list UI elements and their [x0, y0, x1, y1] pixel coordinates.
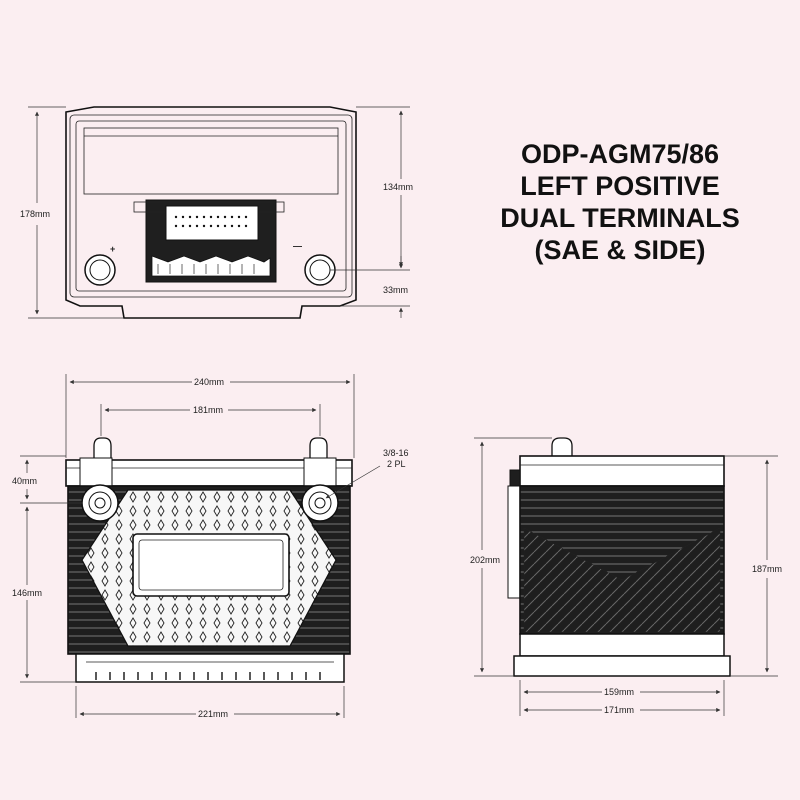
- front-label-window: [132, 533, 290, 597]
- dim-front-upper: 40mm: [12, 476, 37, 486]
- front-post-left: [93, 437, 112, 461]
- front-view: 240mm 181mm 221mm 40mm 146mm 3/8-16 2 PL: [12, 374, 409, 719]
- top-view: + — 178mm 134mm 33mm: [20, 106, 413, 319]
- dim-width-total: 240mm: [194, 377, 224, 387]
- dim-height-total: 178mm: [20, 209, 50, 219]
- dim-terminal-spacing: 181mm: [193, 405, 223, 415]
- model-title: ODP-AGM75/86 LEFT POSITIVE DUAL TERMINAL…: [470, 138, 770, 266]
- side-terminal-note-2: 2 PL: [387, 459, 406, 469]
- title-line-2: LEFT POSITIVE: [520, 171, 720, 201]
- side-terminal-note-1: 3/8-16: [383, 448, 409, 458]
- plus-sign: +: [110, 244, 115, 254]
- dim-height-upper: 134mm: [383, 182, 413, 192]
- dim-height-lower: 33mm: [383, 285, 408, 295]
- front-post-right: [309, 437, 328, 461]
- minus-sign: —: [293, 241, 302, 251]
- dim-side-height-body: 187mm: [752, 564, 782, 574]
- label-dots: [174, 215, 248, 228]
- side-view: 202mm 187mm 159mm 171mm: [470, 437, 782, 716]
- title-line-3: DUAL TERMINALS: [500, 203, 740, 233]
- dim-side-width-total: 171mm: [604, 705, 634, 715]
- dim-side-width-inner: 159mm: [604, 687, 634, 697]
- side-post: [551, 437, 573, 459]
- title-line-1: ODP-AGM75/86: [520, 139, 720, 169]
- dim-base-width: 221mm: [198, 709, 228, 719]
- title-line-4: (SAE & SIDE): [534, 235, 706, 265]
- dim-side-height-total: 202mm: [470, 555, 500, 565]
- dim-front-lower: 146mm: [12, 588, 42, 598]
